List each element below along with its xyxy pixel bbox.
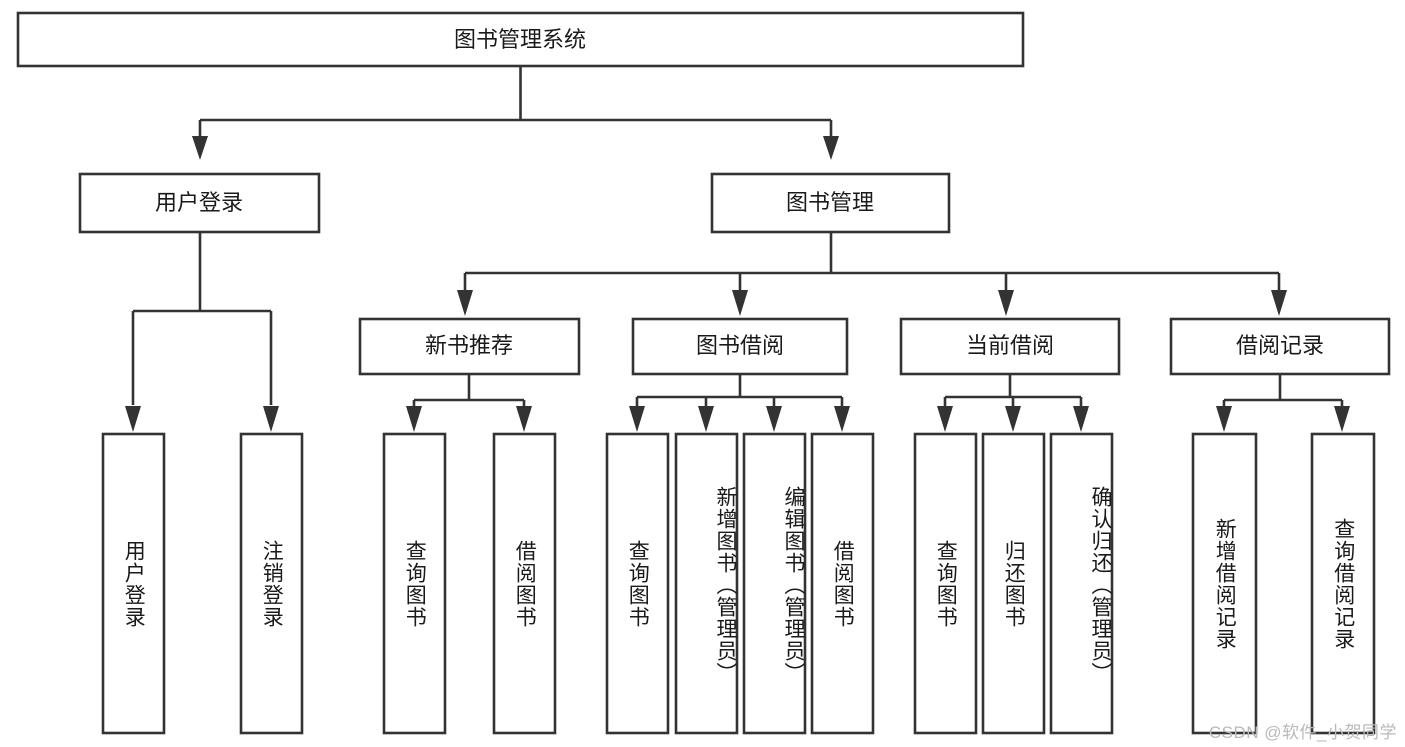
arrowhead-leaf-borrow-book-2	[834, 406, 850, 432]
node-current-borrow-box[interactable]	[899, 317, 1121, 376]
arrowhead-leaf-logout-login	[263, 406, 279, 432]
leaf-add-record-box[interactable]	[1191, 432, 1258, 735]
node-user-login-label: 用户登录	[155, 190, 243, 215]
arrowhead-to-book-borrow	[732, 290, 748, 316]
leaf-borrow-book-2-box[interactable]	[810, 432, 875, 735]
connector-borrowrecord-to-bus	[1222, 374, 1344, 408]
node-user-login[interactable]: 用户登录	[78, 172, 321, 234]
arrowhead-leaf-query-book-2	[629, 406, 645, 432]
node-root-box[interactable]	[16, 11, 1025, 68]
connector-userlogin-to-bus	[131, 232, 273, 405]
leaf-return-book-box[interactable]	[981, 432, 1046, 735]
leaf-query-record-box[interactable]	[1310, 432, 1376, 735]
leaf-user-login-box[interactable]	[101, 432, 166, 735]
arrowhead-leaf-return-book	[1005, 406, 1021, 432]
node-borrow-record[interactable]: 借阅记录	[1169, 317, 1391, 376]
node-root[interactable]: 图书管理系统	[16, 11, 1025, 68]
arrowhead-to-book-manage	[823, 136, 839, 160]
node-new-book-recommend-label: 新书推荐	[425, 333, 513, 358]
connector-bookborrow-to-bus	[635, 374, 844, 408]
connector-newbook-to-bus	[412, 374, 526, 408]
arrowhead-to-new-book-recommend	[457, 290, 473, 316]
node-root-label: 图书管理系统	[454, 27, 586, 52]
arrowhead-to-borrow-record	[1271, 290, 1287, 316]
node-new-book-recommend[interactable]: 新书推荐	[358, 317, 581, 376]
arrowhead-leaf-add-book	[698, 406, 714, 432]
connector-root-to-bus	[198, 67, 833, 140]
arrowhead-to-user-login	[192, 136, 208, 160]
node-new-book-recommend-box[interactable]	[358, 317, 581, 376]
node-borrow-record-box[interactable]	[1169, 317, 1391, 376]
leaf-query-book-3-box[interactable]	[913, 432, 978, 735]
leaf-query-book-2-box[interactable]	[605, 432, 670, 735]
csdn-watermark: CSDN @软件_小贺同学	[1208, 723, 1397, 742]
node-current-borrow[interactable]: 当前借阅	[899, 317, 1121, 376]
leaf-edit-book-box[interactable]	[742, 432, 807, 735]
connectors	[125, 67, 1350, 432]
connector-bookmanage-to-bus	[463, 232, 1281, 293]
node-current-borrow-label: 当前借阅	[966, 333, 1054, 358]
leaf-query-book-1-box[interactable]	[382, 432, 447, 735]
node-book-borrow[interactable]: 图书借阅	[631, 317, 849, 376]
arrowhead-leaf-query-record	[1334, 406, 1350, 432]
leaf-borrow-book-1-box[interactable]	[492, 432, 557, 735]
arrowhead-leaf-user-login	[125, 406, 141, 432]
arrowhead-to-current-borrow	[998, 290, 1014, 316]
node-book-manage-box[interactable]	[710, 172, 951, 234]
arrowhead-leaf-borrow-book-1	[516, 406, 532, 432]
arrowhead-leaf-confirm-return	[1073, 406, 1089, 432]
connector-currentborrow-to-bus	[943, 374, 1083, 408]
node-book-borrow-box[interactable]	[631, 317, 849, 376]
arrowhead-leaf-query-book-3	[937, 406, 953, 432]
node-book-manage[interactable]: 图书管理	[710, 172, 951, 234]
arrowhead-leaf-edit-book	[766, 406, 782, 432]
leaf-add-book-box[interactable]	[674, 432, 739, 735]
node-borrow-record-label: 借阅记录	[1236, 333, 1324, 358]
node-book-manage-label: 图书管理	[786, 190, 874, 215]
node-book-borrow-label: 图书借阅	[696, 333, 784, 358]
arrowhead-leaf-query-book-1	[406, 406, 422, 432]
leaf-logout-login-box[interactable]	[239, 432, 304, 735]
arrowhead-leaf-add-record	[1216, 406, 1232, 432]
node-user-login-box[interactable]	[78, 172, 321, 234]
leaf-confirm-return-box[interactable]	[1049, 432, 1114, 735]
